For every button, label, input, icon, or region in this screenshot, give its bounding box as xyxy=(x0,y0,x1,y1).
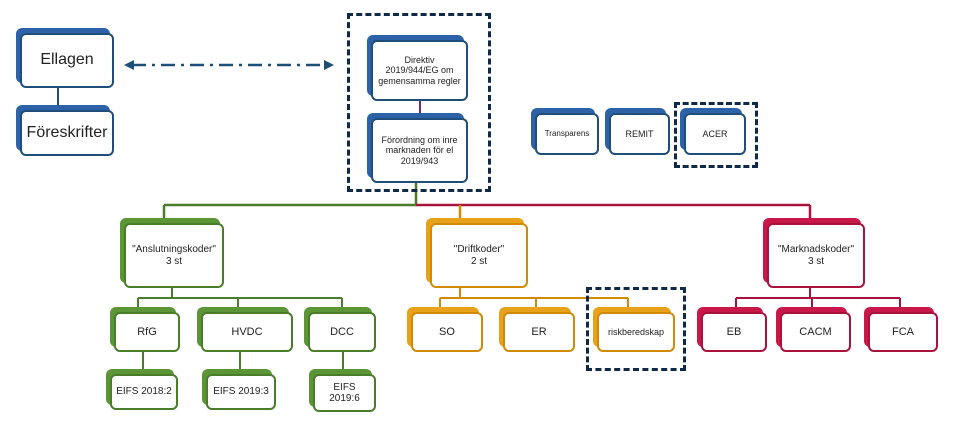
forordning-box[interactable]: Förordning om inre marknaden för el 2019… xyxy=(371,118,468,183)
fca-label: FCA xyxy=(892,325,914,338)
eb-box[interactable]: EB xyxy=(701,312,767,352)
marknadskoder-count: 3 st xyxy=(807,255,825,267)
hvdc-label: HVDC xyxy=(231,325,263,338)
transparens-box[interactable]: Transparens xyxy=(535,113,599,155)
riskberedskap-frame xyxy=(586,287,686,371)
remit-label: REMIT xyxy=(625,128,654,139)
marknadskoder-title: "Marknadskoder" xyxy=(777,244,855,255)
driftkoder-title: "Driftkoder" xyxy=(453,244,505,255)
eifs-rfg-label: EIFS 2018:2 xyxy=(116,386,172,398)
eifs-dcc-label: EIFS 2019:6 xyxy=(329,381,360,405)
rfg-box[interactable]: RfG xyxy=(114,312,180,352)
direktiv-label: Direktiv 2019/944/EG om gemensamma regle… xyxy=(378,54,461,86)
direktiv-box[interactable]: Direktiv 2019/944/EG om gemensamma regle… xyxy=(371,40,468,101)
riskberedskap-label: riskberedskap xyxy=(607,326,665,337)
acer-frame xyxy=(674,102,758,168)
riskberedskap-box[interactable]: riskberedskap xyxy=(597,312,675,352)
anslutningskoder-count: 3 st xyxy=(165,255,183,267)
dcc-box[interactable]: DCC xyxy=(308,312,376,352)
fca-box[interactable]: FCA xyxy=(868,312,938,352)
eifs-rfg-box[interactable]: EIFS 2018:2 xyxy=(110,374,178,410)
er-label: ER xyxy=(531,325,547,338)
eifs-hvdc-label: EIFS 2019:3 xyxy=(213,386,269,398)
remit-box[interactable]: REMIT xyxy=(609,113,670,155)
driftkoder-count: 2 st xyxy=(470,255,488,267)
forordning-label: Förordning om inre marknaden för el 2019… xyxy=(381,134,458,166)
foreskrifter-box[interactable]: Föreskrifter xyxy=(20,110,114,156)
driftkoder-box[interactable]: "Driftkoder" 2 st xyxy=(430,223,528,288)
rfg-label: RfG xyxy=(137,325,157,338)
eu-legislation-frame xyxy=(347,13,491,192)
ellagen-box[interactable]: Ellagen xyxy=(20,33,114,88)
anslutningskoder-title: "Anslutningskoder" xyxy=(132,244,216,255)
hvdc-box[interactable]: HVDC xyxy=(201,312,293,352)
acer-box[interactable]: ACER xyxy=(684,113,746,155)
anslutningskoder-box[interactable]: "Anslutningskoder" 3 st xyxy=(124,223,224,288)
cacm-box[interactable]: CACM xyxy=(780,312,851,352)
dcc-label: DCC xyxy=(330,325,354,338)
cacm-label: CACM xyxy=(799,325,832,338)
foreskrifter-label: Föreskrifter xyxy=(26,123,108,141)
so-label: SO xyxy=(439,325,455,338)
marknadskoder-box[interactable]: "Marknadskoder" 3 st xyxy=(767,223,865,288)
transparens-label: Transparens xyxy=(544,129,590,139)
er-box[interactable]: ER xyxy=(503,312,575,352)
eb-label: EB xyxy=(726,325,742,338)
ellagen-label: Ellagen xyxy=(40,51,94,69)
eifs-dcc-box[interactable]: EIFS 2019:6 xyxy=(313,374,376,412)
so-box[interactable]: SO xyxy=(411,312,483,352)
eifs-hvdc-box[interactable]: EIFS 2019:3 xyxy=(206,374,276,410)
acer-label: ACER xyxy=(702,128,728,139)
